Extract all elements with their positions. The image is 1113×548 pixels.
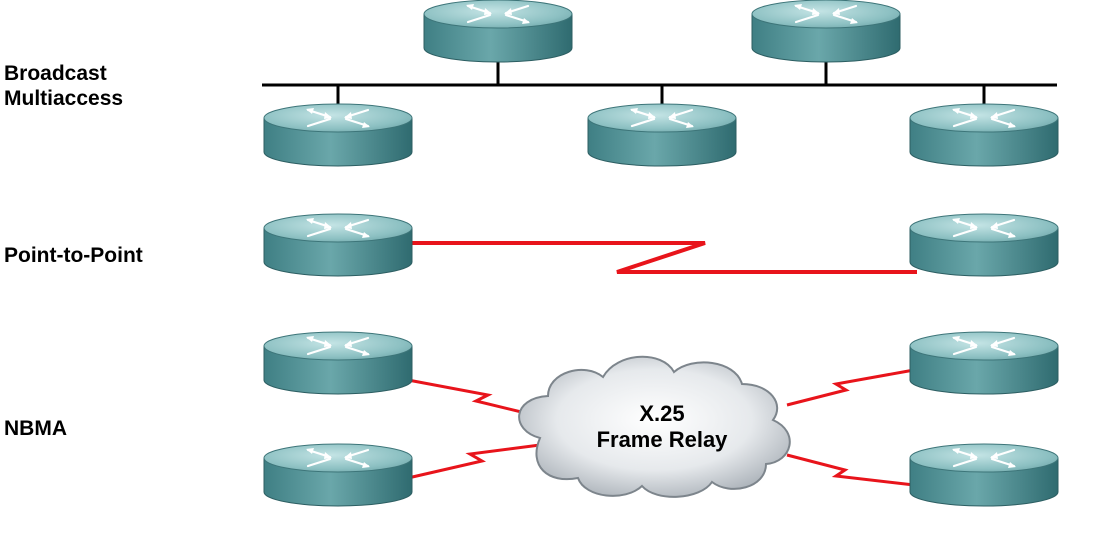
router-icon bbox=[263, 213, 413, 277]
serial-link-icon bbox=[407, 443, 541, 480]
point-to-point-label: Point-to-Point bbox=[4, 244, 143, 267]
broadcast-label-line1: Broadcast bbox=[4, 62, 107, 85]
routers bbox=[263, 0, 1059, 507]
serial-link-icon bbox=[405, 241, 917, 274]
router-icon bbox=[909, 443, 1059, 507]
router-icon bbox=[909, 213, 1059, 277]
cloud-label-line1: X.25 bbox=[639, 401, 684, 426]
router-icon bbox=[587, 103, 737, 167]
router-icon bbox=[909, 331, 1059, 395]
router-icon bbox=[909, 103, 1059, 167]
router-icon bbox=[263, 443, 413, 507]
serial-link-icon bbox=[407, 378, 539, 418]
nbma-links bbox=[407, 368, 915, 487]
router-icon bbox=[263, 331, 413, 395]
cloud-label-line2: Frame Relay bbox=[597, 427, 729, 452]
cloud-icon: X.25 Frame Relay bbox=[518, 355, 791, 498]
serial-link-icon bbox=[786, 453, 915, 487]
router-icon bbox=[751, 0, 901, 63]
serial-link-icon bbox=[786, 368, 915, 407]
router-icon bbox=[263, 103, 413, 167]
nbma-label: NBMA bbox=[4, 417, 67, 440]
broadcast-bus bbox=[262, 62, 1057, 112]
router-icon bbox=[423, 0, 573, 63]
broadcast-label-line2: Multiaccess bbox=[4, 87, 124, 110]
